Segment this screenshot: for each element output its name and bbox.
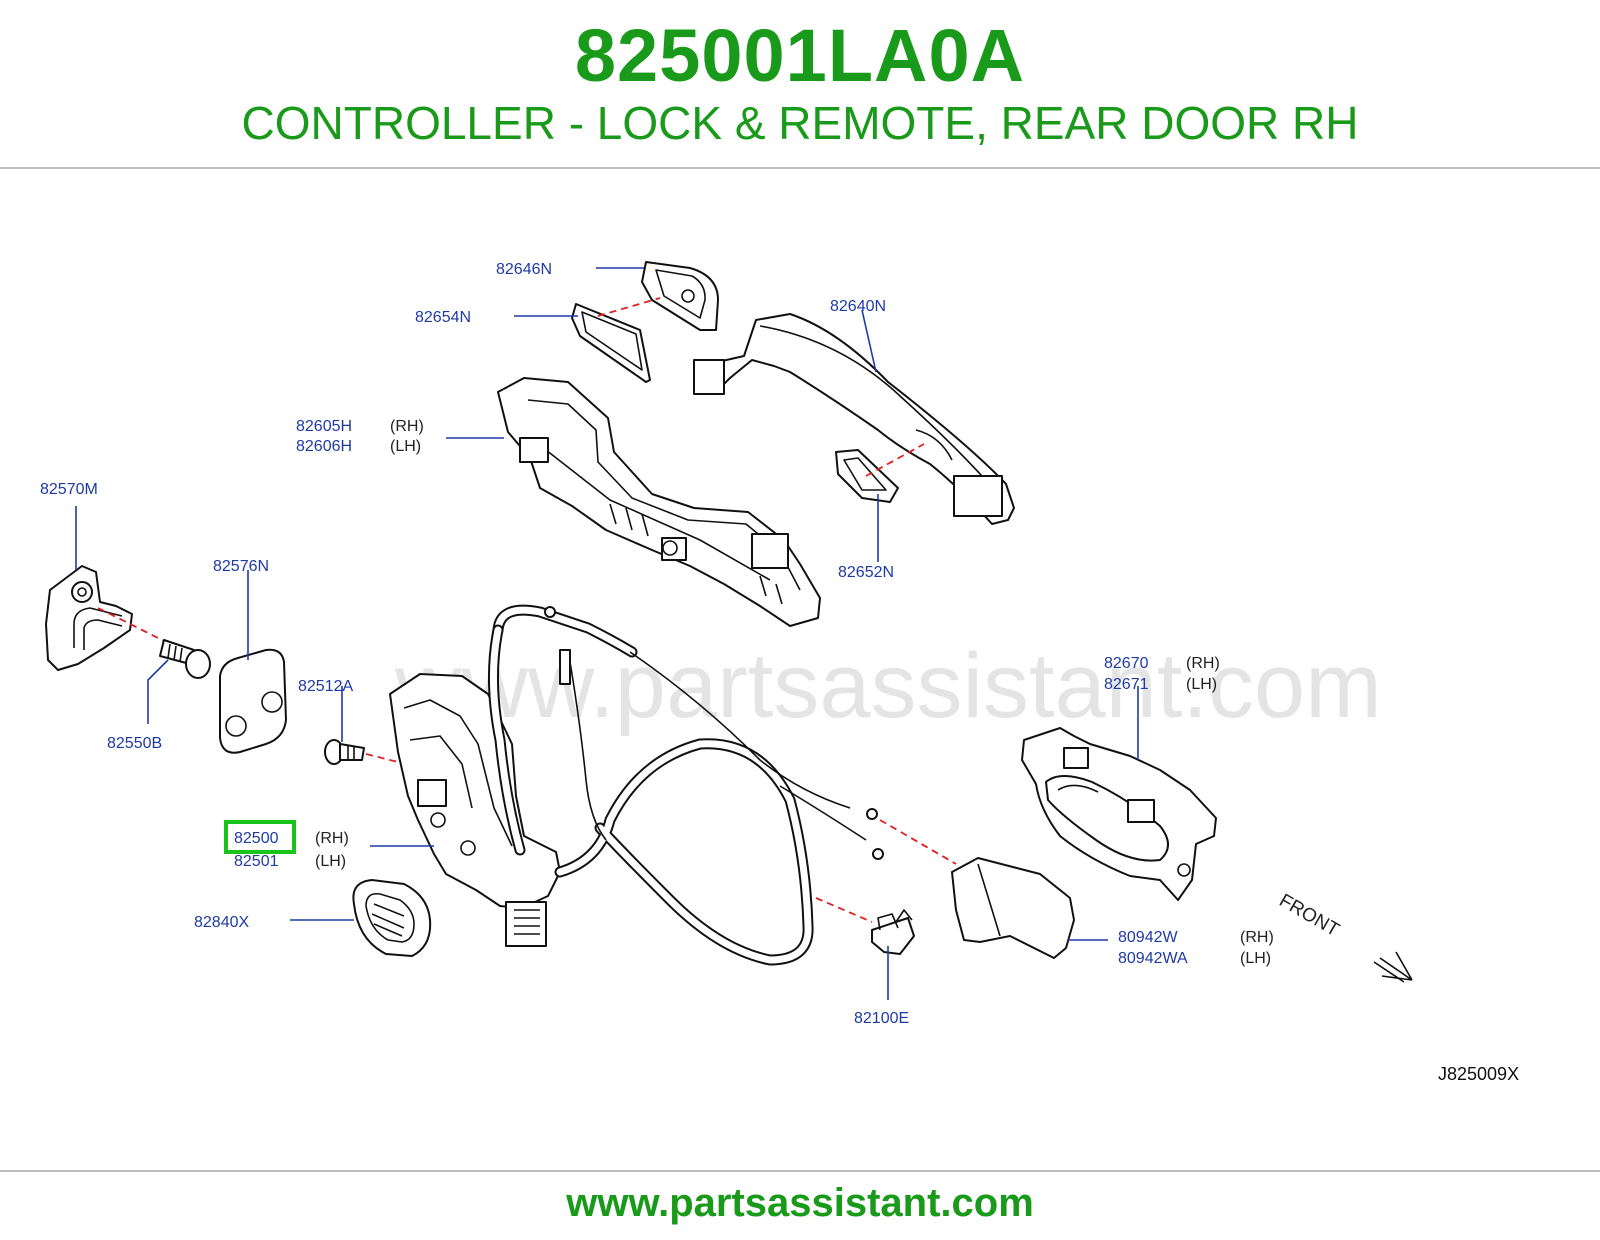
- footer-url[interactable]: www.partsassistant.com: [566, 1181, 1034, 1225]
- callout-82640N[interactable]: 82640N: [830, 298, 886, 315]
- handle-bracket-part[interactable]: [497, 377, 821, 627]
- diagram-reference-code: J825009X: [1438, 1064, 1519, 1084]
- callout-82500-selected[interactable]: 82500: [234, 830, 279, 847]
- callout-82501-side: (LH): [315, 853, 346, 870]
- callout-82671[interactable]: 82671: [1104, 676, 1149, 693]
- cable-clip-part[interactable]: [871, 909, 915, 955]
- part-description: CONTROLLER - LOCK & REMOTE, REAR DOOR RH: [241, 97, 1359, 149]
- inside-handle-escutcheon-part[interactable]: [951, 857, 1075, 959]
- callout-80942WA[interactable]: 80942WA: [1118, 950, 1188, 967]
- escutcheon-cap-part[interactable]: [641, 261, 719, 331]
- front-direction-arrow-icon: [1373, 951, 1413, 983]
- callout-82840X[interactable]: 82840X: [194, 914, 249, 931]
- callout-82652N[interactable]: 82652N: [838, 564, 894, 581]
- callout-82512A[interactable]: 82512A: [298, 678, 353, 695]
- callout-82606H[interactable]: 82606H: [296, 438, 352, 455]
- callout-82501[interactable]: 82501: [234, 853, 279, 870]
- header-divider: [0, 167, 1600, 169]
- callout-82100E[interactable]: 82100E: [854, 1010, 909, 1027]
- leader-lines: [75, 267, 1139, 1000]
- callout-82670[interactable]: 82670: [1104, 655, 1149, 672]
- callout-82550B[interactable]: 82550B: [107, 735, 162, 752]
- callout-82606H-side: (LH): [390, 438, 421, 455]
- striker-part[interactable]: [45, 565, 133, 671]
- part-number-title: 825001LA0A: [574, 14, 1026, 97]
- footer-divider: [0, 1170, 1600, 1172]
- grommet-part[interactable]: [352, 879, 432, 957]
- lock-screw-part[interactable]: [324, 739, 365, 765]
- gasket-part[interactable]: [571, 303, 651, 383]
- callout-80942W[interactable]: 80942W: [1118, 929, 1178, 946]
- callout-80942W-side: (RH): [1240, 929, 1274, 946]
- callout-82500-side: (RH): [315, 830, 349, 847]
- striker-bolt-part[interactable]: [159, 639, 211, 679]
- lock-cables-part[interactable]: [487, 604, 884, 966]
- striker-plate-part[interactable]: [219, 648, 287, 754]
- outside-handle-part[interactable]: [693, 313, 1015, 525]
- callout-82654N[interactable]: 82654N: [415, 309, 471, 326]
- callout-82670-side: (RH): [1186, 655, 1220, 672]
- callout-80942WA-side: (LH): [1240, 950, 1271, 967]
- callout-82605H[interactable]: 82605H: [296, 418, 352, 435]
- callout-82646N[interactable]: 82646N: [496, 261, 552, 278]
- callout-82570M[interactable]: 82570M: [40, 481, 98, 498]
- selected-part-highlight: [224, 820, 296, 854]
- front-direction-label: FRONT: [1276, 890, 1344, 941]
- inside-handle-part[interactable]: [1021, 727, 1217, 901]
- watermark-text: www.partsassistant.com: [394, 635, 1382, 737]
- callout-82576N[interactable]: 82576N: [213, 558, 269, 575]
- callout-82671-side: (LH): [1186, 676, 1217, 693]
- callout-82605H-side: (RH): [390, 418, 424, 435]
